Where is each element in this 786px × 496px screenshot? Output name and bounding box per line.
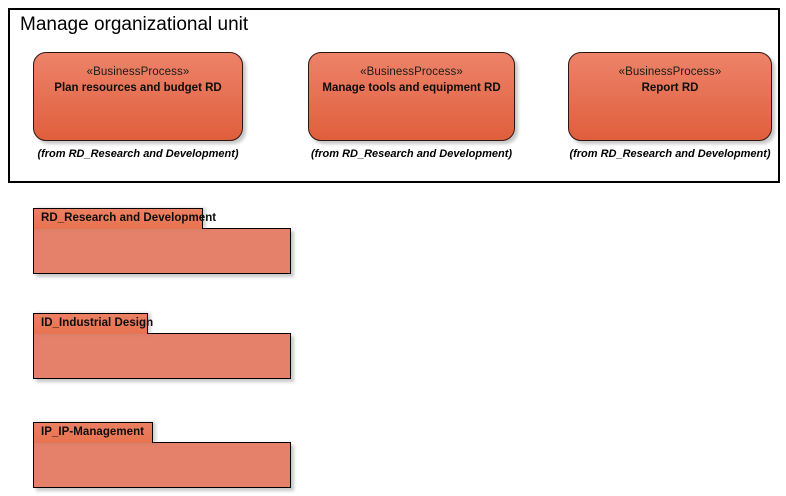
business-process-namespace-label: (from RD_Research and Development) bbox=[310, 148, 513, 160]
stereotype-label: «BusinessProcess» bbox=[618, 66, 722, 78]
package-tab[interactable]: RD_Research and Development bbox=[33, 208, 216, 229]
diagram-title: Manage organizational unit bbox=[20, 14, 249, 35]
business-process-text: «BusinessProcess» Plan resources and bud… bbox=[34, 65, 242, 96]
stereotype-label: «BusinessProcess» bbox=[360, 66, 463, 78]
package-name: IP_IP-Management bbox=[41, 426, 145, 438]
business-process-box[interactable]: «BusinessProcess» Plan resources and bud… bbox=[33, 52, 243, 141]
business-process-text: «BusinessProcess» Manage tools and equip… bbox=[309, 65, 514, 96]
package-name: ID_Industrial Design bbox=[41, 317, 154, 329]
package-body[interactable] bbox=[33, 442, 291, 488]
business-process-box[interactable]: «BusinessProcess» Manage tools and equip… bbox=[308, 52, 515, 141]
business-process-namespace-label: (from RD_Research and Development) bbox=[37, 148, 239, 160]
package-tab[interactable]: ID_Industrial Design bbox=[33, 313, 153, 334]
business-process-name: Manage tools and equipment RD bbox=[322, 82, 501, 94]
stereotype-label: «BusinessProcess» bbox=[86, 66, 190, 78]
package-body[interactable] bbox=[33, 228, 291, 274]
business-process-box[interactable]: «BusinessProcess» Report RD bbox=[568, 52, 772, 141]
package-name: RD_Research and Development bbox=[41, 212, 217, 224]
business-process-name: Report RD bbox=[641, 82, 699, 94]
business-process-name: Plan resources and budget RD bbox=[54, 82, 222, 94]
package-tab[interactable]: IP_IP-Management bbox=[33, 422, 153, 443]
business-process-namespace-label: (from RD_Research and Development) bbox=[569, 148, 771, 160]
package-body[interactable] bbox=[33, 333, 291, 379]
business-process-text: «BusinessProcess» Report RD bbox=[569, 65, 771, 96]
